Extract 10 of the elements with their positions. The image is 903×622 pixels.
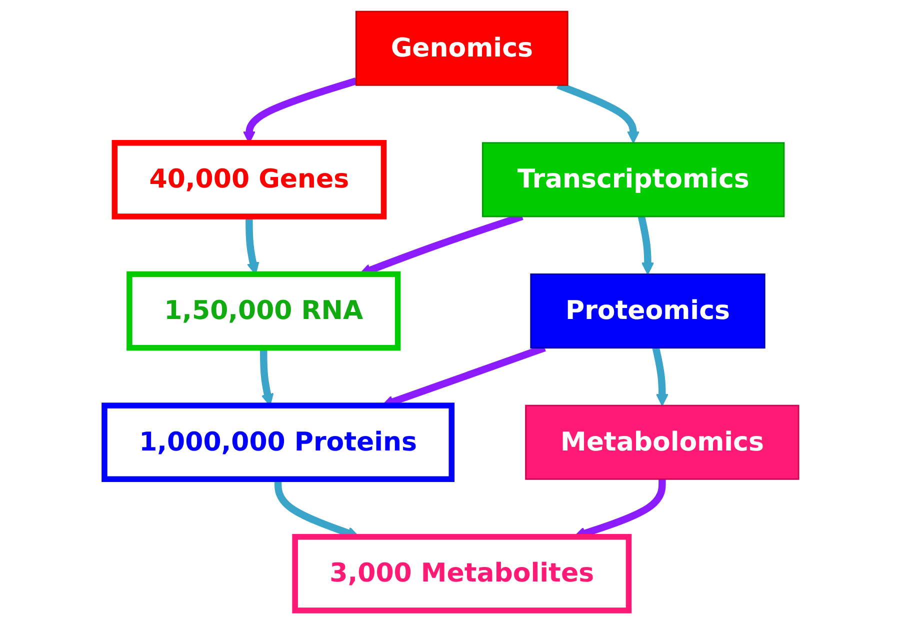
node-box: 1,000,000 Proteins <box>102 402 455 482</box>
node-box: Proteomics <box>530 273 766 349</box>
node-box: 1,50,000 RNA <box>126 271 401 351</box>
arrow <box>652 347 669 406</box>
node-box: Metabolomics <box>525 404 800 480</box>
node-box: Transcriptomics <box>482 142 785 218</box>
node-box: 40,000 Genes <box>112 140 387 220</box>
node-box: Genomics <box>355 10 568 86</box>
node-box: 3,000 Metabolites <box>292 534 632 614</box>
arrow <box>638 216 654 275</box>
